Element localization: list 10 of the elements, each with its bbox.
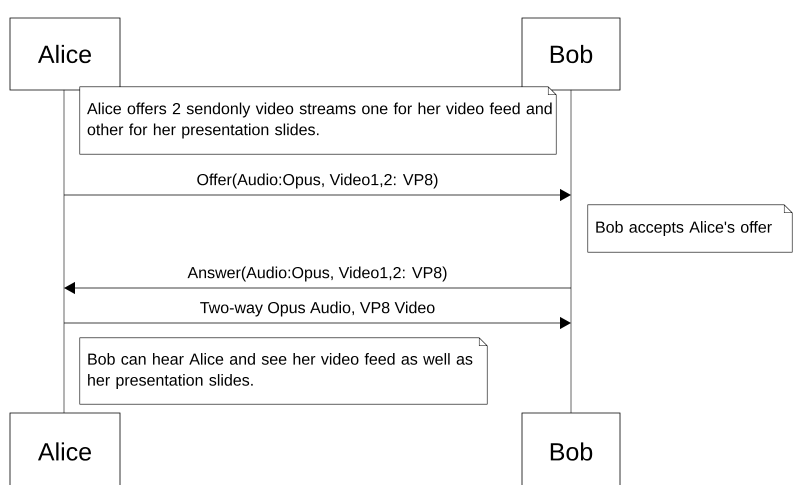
edge-label: Offer(Audio:Opus, Video1,2: VP8) (196, 172, 440, 190)
participant-box: Bob (522, 412, 620, 485)
note-box: Bob accepts Alice's offer (588, 204, 792, 252)
edge-label: Answer(Audio:Opus, Video1,2: VP8) (186, 266, 448, 282)
participant-box: Alice (10, 412, 120, 485)
edge-label: Two-way Opus Audio, VP8 Video (198, 300, 436, 318)
note-box: Bob can hear Alice and see her video feed as well as her presentation slides. (80, 338, 488, 404)
participant-box: Alice (10, 18, 120, 90)
participant-box: Bob (522, 18, 620, 90)
lifeline (570, 90, 572, 414)
